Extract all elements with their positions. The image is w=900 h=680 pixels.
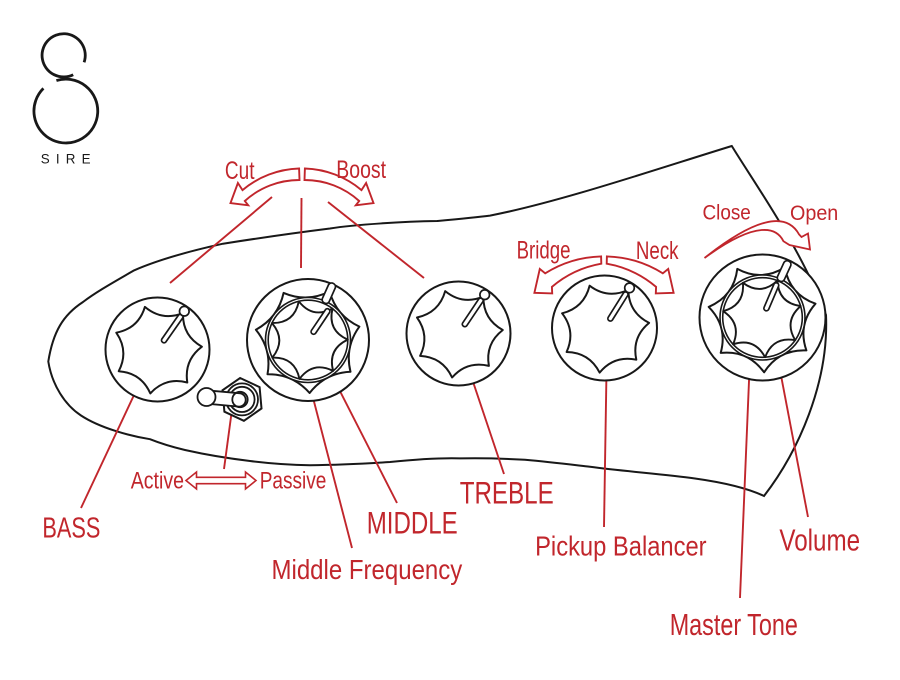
svg-text:Open: Open — [790, 202, 838, 225]
svg-text:SIRE: SIRE — [41, 152, 97, 167]
svg-text:Passive: Passive — [260, 466, 327, 494]
svg-text:Middle Frequency: Middle Frequency — [272, 553, 463, 585]
svg-text:Master Tone: Master Tone — [670, 607, 798, 642]
svg-text:Active: Active — [131, 466, 184, 493]
svg-text:TREBLE: TREBLE — [460, 475, 554, 510]
svg-text:Neck: Neck — [636, 236, 679, 264]
svg-text:Bridge: Bridge — [517, 236, 571, 265]
svg-text:MIDDLE: MIDDLE — [367, 506, 458, 541]
svg-text:Boost: Boost — [336, 155, 386, 183]
svg-text:Cut: Cut — [225, 156, 255, 184]
svg-text:BASS: BASS — [42, 513, 100, 544]
svg-text:Pickup Balancer: Pickup Balancer — [535, 532, 707, 562]
svg-text:Volume: Volume — [779, 523, 860, 557]
svg-text:Close: Close — [703, 202, 751, 225]
